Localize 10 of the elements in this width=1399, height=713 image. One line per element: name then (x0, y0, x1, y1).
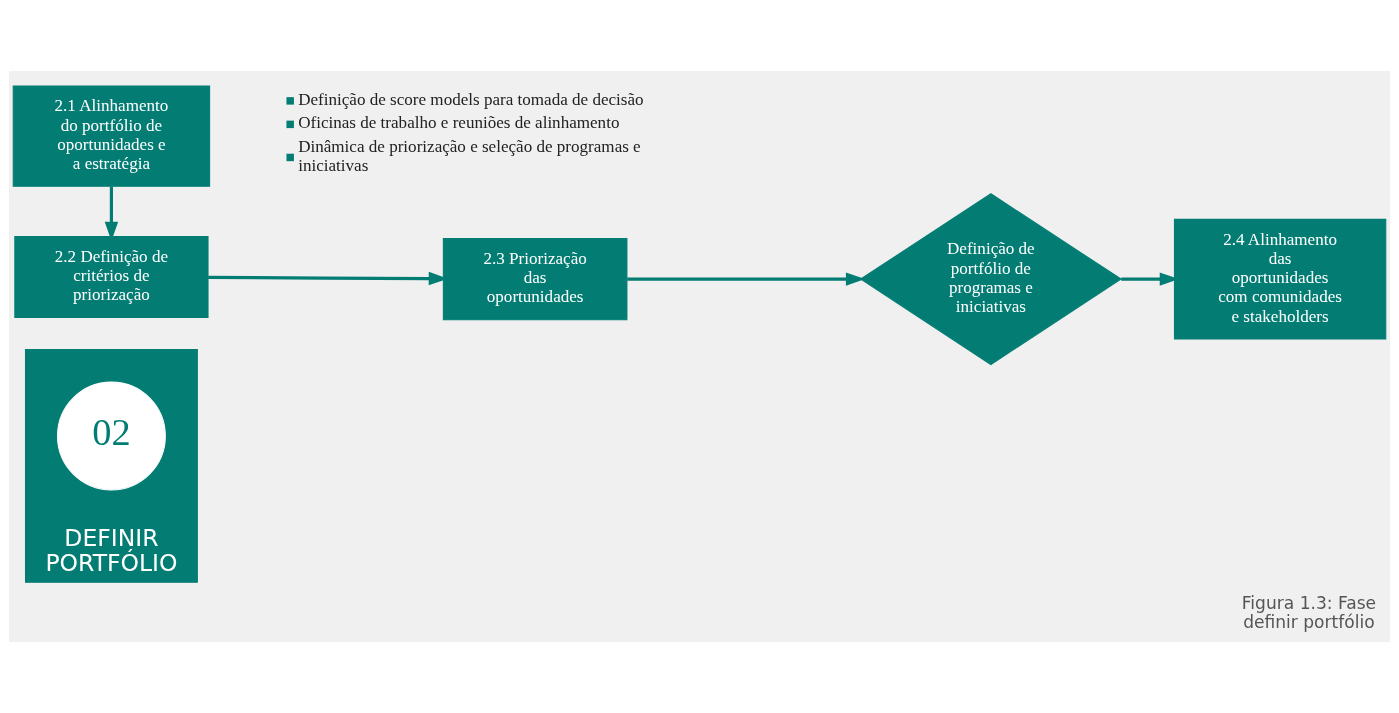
node-circle: 02 (57, 381, 166, 491)
node-label: Definição de score models para tomada de decisão (298, 89, 644, 109)
node-box: 2.1 Alinhamento do portfólio de oportunidades e a estratégia (12, 85, 211, 187)
node-box: 2.4 Alinhamento das oportunidades com comunidades e stakeholders (1173, 218, 1387, 340)
node-box: 2.2 Definição de critérios de priorização (14, 235, 209, 319)
node-diamond: Definição de portfólio de programas e iniciativas (859, 193, 1123, 366)
node-label: Dinâmica de priorização e seleção de programas e iniciativas (298, 136, 641, 176)
node-label: Oficinas de trabalho e reuniões de alinhamento (298, 113, 620, 133)
caption: Figura 1.3: Fase definir portfólio (1241, 592, 1377, 632)
node-box: 2.3 Priorização das oportunidades (442, 238, 628, 321)
